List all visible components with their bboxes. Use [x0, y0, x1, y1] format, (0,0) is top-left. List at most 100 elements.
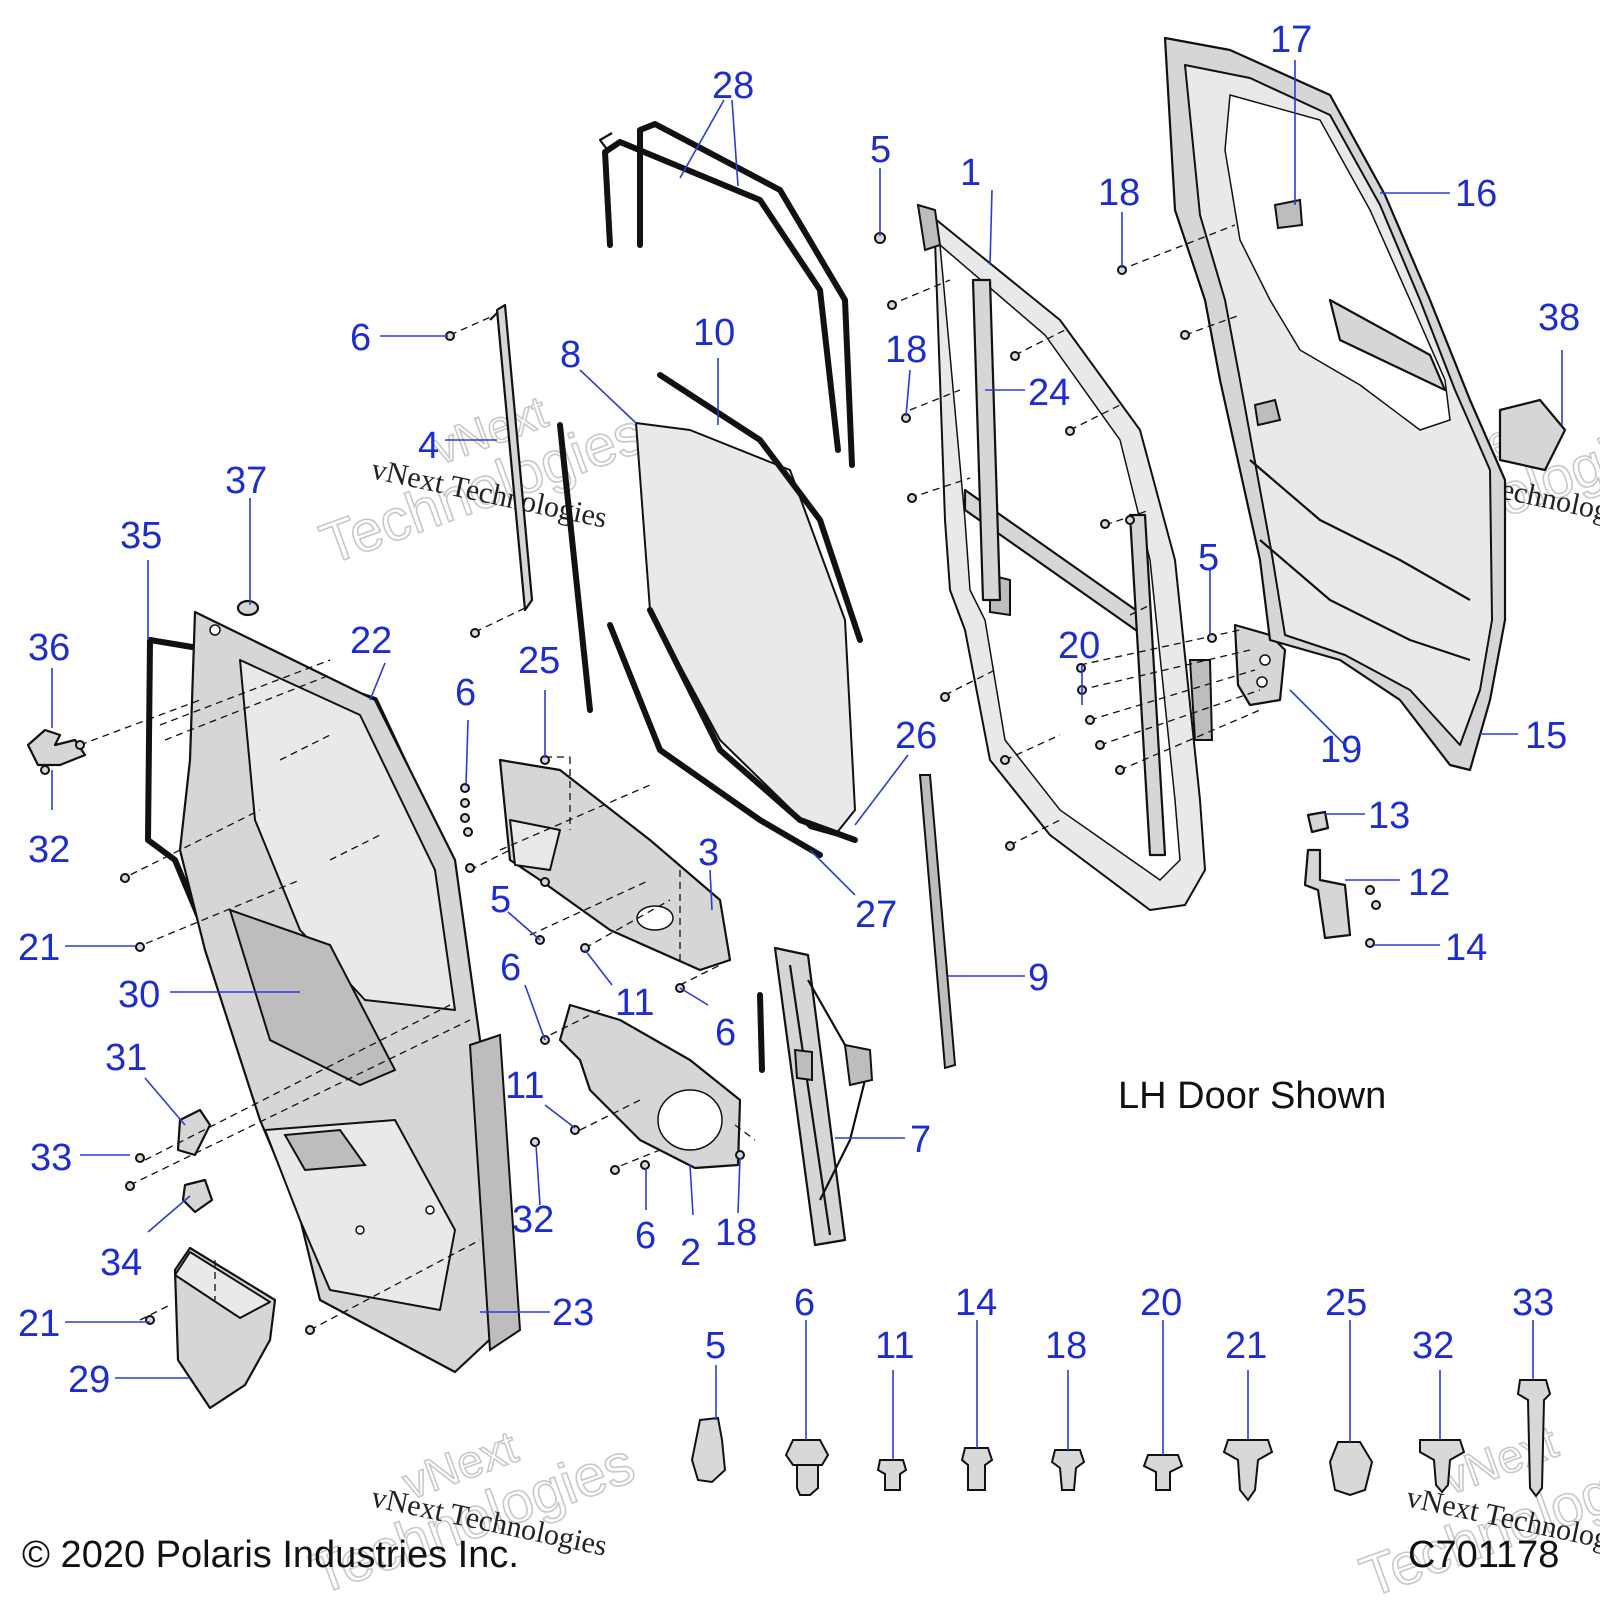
- lower-seal-26: [647, 607, 858, 843]
- door-outer-panel: [145, 610, 522, 1374]
- callout-5: 5: [1198, 537, 1219, 579]
- legend-fastener-11: [876, 1459, 908, 1491]
- bracket-3: [498, 758, 732, 972]
- callout-3: 3: [698, 832, 719, 874]
- callout-14: 14: [1445, 927, 1487, 969]
- door-bin-29: [173, 1246, 277, 1410]
- callout-labels: 1 2 3 4 5 5 5 5 6 6 6 6 6 6 7 8 9 10 11 …: [18, 19, 1580, 1401]
- door-edge-strip-23: [468, 1033, 522, 1352]
- callout-4: 4: [418, 425, 439, 467]
- legend-fastener-33: [1516, 1379, 1552, 1498]
- callout-6: 6: [635, 1215, 656, 1257]
- assembly-lines: [79, 224, 1261, 1331]
- callout-24: 24: [1028, 372, 1070, 414]
- callout-13: 13: [1368, 795, 1410, 837]
- belt-molding-10: [657, 372, 863, 643]
- leader-lines: [51, 60, 1563, 1460]
- door-recess-30: [228, 908, 397, 1087]
- pull-38: [1498, 398, 1567, 472]
- belt-strip-9: [918, 774, 957, 1070]
- callout-38: 38: [1538, 297, 1580, 339]
- callout-27: 27: [855, 894, 897, 936]
- callout-14: 14: [955, 1282, 997, 1324]
- lh-door-note: LH Door Shown: [1118, 1075, 1386, 1117]
- callout-32: 32: [28, 829, 70, 871]
- run-channel: [557, 422, 593, 713]
- callout-33: 33: [1512, 1282, 1554, 1324]
- callout-16: 16: [1455, 173, 1497, 215]
- handle-17: [1273, 198, 1304, 230]
- legend-fastener-5: [690, 1416, 727, 1484]
- panel-hole: [209, 624, 221, 636]
- callout-25: 25: [1325, 1282, 1367, 1324]
- callout-18: 18: [885, 329, 927, 371]
- door-pocket-slot: [283, 1128, 367, 1172]
- legend-fastener-14: [960, 1447, 994, 1491]
- callout-5: 5: [870, 129, 891, 171]
- callout-20: 20: [1058, 625, 1100, 667]
- callout-5: 5: [490, 879, 511, 921]
- fasteners: [40, 232, 1381, 1335]
- legend-fastener-20: [1142, 1454, 1184, 1491]
- callout-8: 8: [560, 334, 581, 376]
- callout-11: 11: [875, 1325, 914, 1367]
- callout-6: 6: [350, 317, 371, 359]
- callout-7: 7: [910, 1119, 931, 1161]
- callout-28: 28: [712, 65, 754, 107]
- door-window-opening: [239, 659, 456, 1011]
- callout-6: 6: [455, 672, 476, 714]
- callout-9: 9: [1028, 957, 1049, 999]
- legend-fastener-18: [1050, 1449, 1086, 1491]
- legend-fastener-25: [1328, 1441, 1374, 1497]
- drawing-number: C701178: [1408, 1534, 1559, 1576]
- panel-hole: [425, 1205, 435, 1215]
- plug-37: [236, 599, 260, 617]
- legend-fastener-6: [784, 1439, 830, 1466]
- actuator-34: [181, 1178, 214, 1214]
- handle-bezel-36: [26, 728, 87, 767]
- callout-21: 21: [18, 927, 60, 969]
- callout-36: 36: [28, 627, 70, 669]
- callout-11: 11: [615, 982, 654, 1024]
- clip-31: [176, 1108, 212, 1157]
- callout-21: 21: [18, 1303, 60, 1345]
- callout-19: 19: [1320, 729, 1362, 771]
- callout-23: 23: [552, 1292, 594, 1334]
- callout-5: 5: [705, 1325, 726, 1367]
- callout-1: 1: [960, 152, 981, 194]
- division-channel-4: [489, 303, 534, 612]
- callout-18: 18: [1045, 1325, 1087, 1367]
- callout-33: 33: [30, 1137, 72, 1179]
- callout-15: 15: [1525, 715, 1567, 757]
- callout-18: 18: [715, 1212, 757, 1254]
- callout-6: 6: [715, 1012, 736, 1054]
- callout-2: 2: [680, 1232, 701, 1274]
- callout-26: 26: [895, 715, 937, 757]
- door-frame-1: [916, 203, 1214, 911]
- callout-32: 32: [1412, 1325, 1454, 1367]
- callout-32: 32: [512, 1199, 554, 1241]
- copyright: © 2020 Polaris Industries Inc.: [22, 1534, 519, 1576]
- callout-29: 29: [68, 1359, 110, 1401]
- callout-20: 20: [1140, 1282, 1182, 1324]
- panel-hole: [355, 1225, 365, 1235]
- window-regulator-7: [773, 946, 874, 1247]
- callout-6: 6: [500, 947, 521, 989]
- callout-35: 35: [120, 515, 162, 557]
- striker-13: [1306, 810, 1330, 834]
- bracket-2: [558, 1003, 742, 1170]
- callout-10: 10: [693, 312, 735, 354]
- callout-17: 17: [1270, 19, 1312, 61]
- inner-trim-15: [1163, 36, 1567, 772]
- callout-11: 11: [505, 1065, 544, 1107]
- callout-21: 21: [1225, 1325, 1267, 1367]
- legend-fastener-21: [1222, 1439, 1274, 1502]
- callout-37: 37: [225, 460, 267, 502]
- hinge-bracket-12: [1303, 848, 1352, 940]
- callout-6: 6: [794, 1282, 815, 1324]
- callout-30: 30: [118, 974, 160, 1016]
- callout-12: 12: [1408, 862, 1450, 904]
- legend-fastener-32: [1419, 1439, 1466, 1494]
